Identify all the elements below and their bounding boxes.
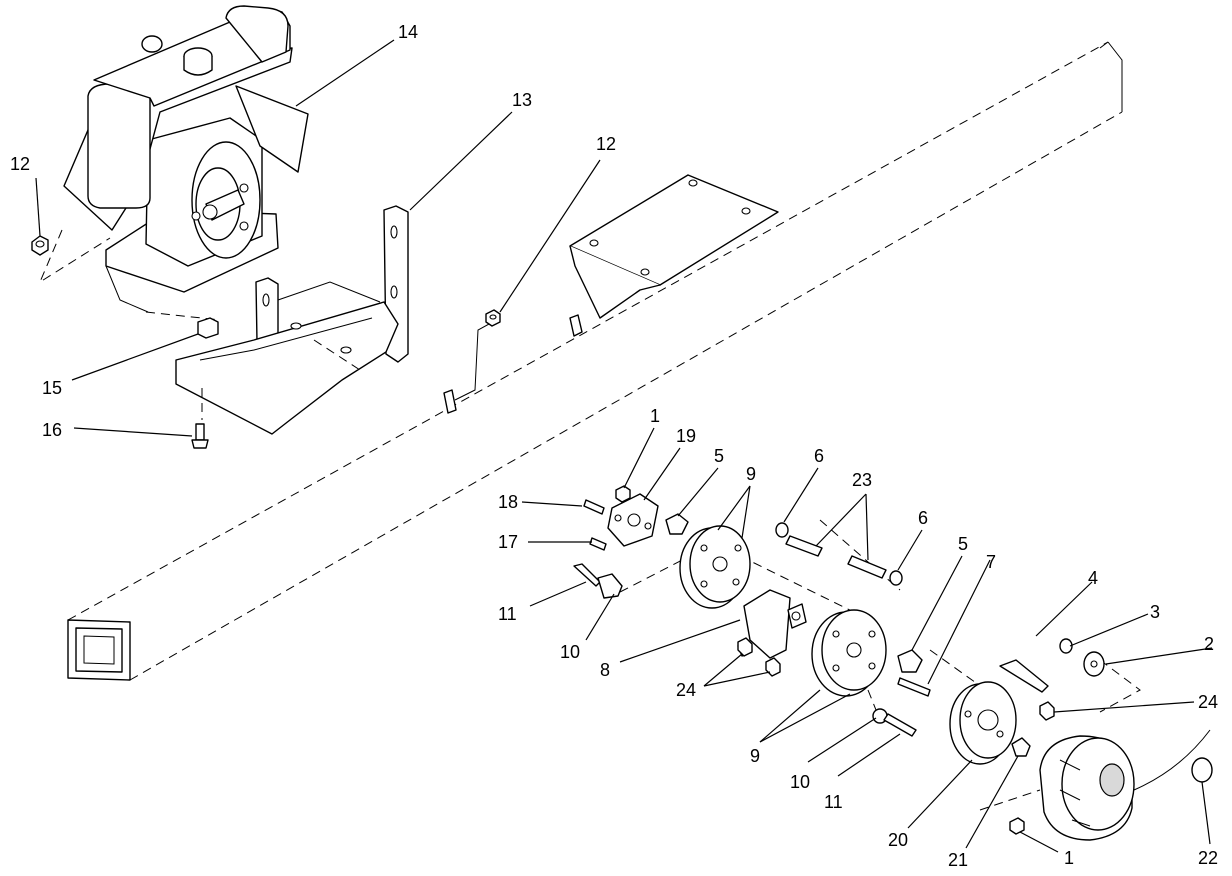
gearbox-assembly <box>38 5 309 321</box>
callout-5-top: 5 <box>714 446 724 466</box>
callout-15: 15 <box>42 378 62 398</box>
callout-4: 4 <box>1088 568 1098 588</box>
callout-12-right: 12 <box>596 134 616 154</box>
tube-mount-plate <box>443 174 779 414</box>
callout-6-top: 6 <box>814 446 824 466</box>
carriage-bolt-16 <box>191 423 209 449</box>
callout-16: 16 <box>42 420 62 440</box>
callout-8: 8 <box>600 660 610 680</box>
callout-22: 22 <box>1198 848 1218 868</box>
leader-lines <box>35 39 1213 853</box>
flange-nut-12-left <box>31 235 49 256</box>
callout-1-top: 1 <box>650 406 660 426</box>
callout-10-bottom: 10 <box>790 772 810 792</box>
callout-3: 3 <box>1150 602 1160 622</box>
callout-24-left: 24 <box>676 680 696 700</box>
callout-18: 18 <box>498 492 518 512</box>
callout-11-left: 11 <box>498 604 517 624</box>
callout-6-right: 6 <box>918 508 928 528</box>
callout-2: 2 <box>1204 634 1214 654</box>
callout-13: 13 <box>512 90 532 110</box>
callout-14: 14 <box>398 22 418 42</box>
callout-21: 21 <box>948 850 968 870</box>
callout-9-bottom: 9 <box>750 746 760 766</box>
callout-23: 23 <box>852 470 872 490</box>
callout-9-top: 9 <box>746 464 756 484</box>
callout-24-right: 24 <box>1198 692 1218 712</box>
mounting-bracket <box>175 205 409 435</box>
callout-17: 17 <box>498 532 518 552</box>
callout-1-bottom: 1 <box>1064 848 1074 868</box>
callout-12-left: 12 <box>10 154 30 174</box>
callout-20: 20 <box>888 830 908 850</box>
callout-11-bottom: 11 <box>824 792 843 812</box>
coupler-assembly <box>573 485 1213 841</box>
square-tube-frame <box>67 41 1123 681</box>
flange-nut-12-right <box>485 309 501 327</box>
callout-19: 19 <box>676 426 696 446</box>
callout-7: 7 <box>986 552 996 572</box>
callout-5-right: 5 <box>958 534 968 554</box>
flange-bolt-15 <box>197 317 219 339</box>
callout-10-left: 10 <box>560 642 580 662</box>
callout-labels: 12 14 13 12 15 16 1 19 5 9 6 23 6 18 17 … <box>10 22 1218 870</box>
